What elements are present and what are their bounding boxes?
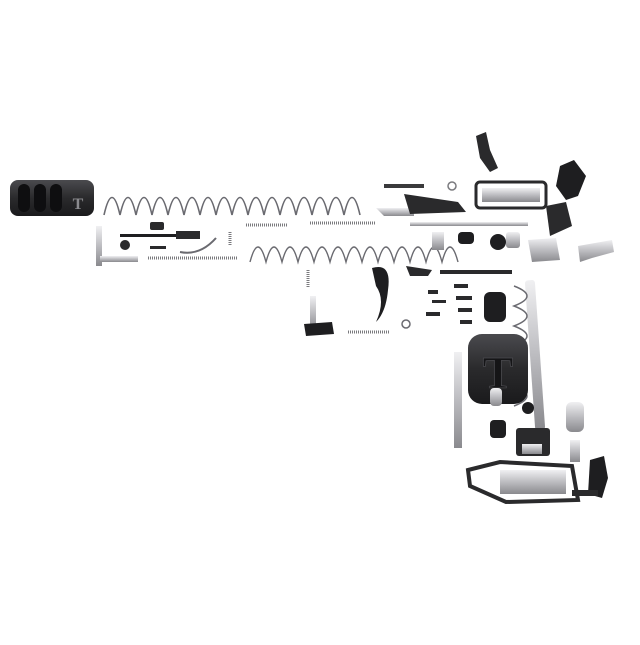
muzzle-brake: T — [10, 180, 94, 216]
small-parts-left — [96, 222, 217, 266]
guide-rod — [454, 352, 534, 448]
fire-control-block — [516, 402, 584, 462]
pins — [426, 284, 472, 324]
mag-well — [465, 456, 608, 505]
slide-frame-upper — [474, 132, 586, 210]
recoil-spring-medium — [249, 246, 459, 265]
recoil-spring-large — [103, 196, 361, 216]
small-parts-right — [432, 202, 614, 262]
mag-release — [304, 296, 334, 336]
trigger-group — [372, 266, 512, 329]
small-springs — [148, 221, 390, 334]
small-parts-center-top — [376, 181, 528, 226]
muzzle-brake-logo: T — [73, 196, 84, 213]
